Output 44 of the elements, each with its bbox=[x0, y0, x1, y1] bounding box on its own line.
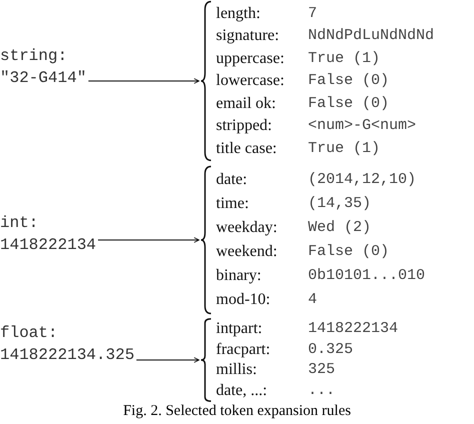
feature-name: weekend: bbox=[216, 243, 278, 261]
feature-name: time: bbox=[216, 195, 249, 213]
feature-name: length: bbox=[216, 4, 260, 22]
feature-value: (14,35) bbox=[308, 195, 372, 213]
feature-value: 0b10101...010 bbox=[308, 267, 426, 285]
type-label: string: bbox=[0, 46, 68, 67]
feature-name: uppercase: bbox=[216, 50, 284, 68]
arrow bbox=[136, 357, 200, 363]
feature-name: date, ...: bbox=[216, 382, 268, 400]
feature-value: (2014,12,10) bbox=[308, 171, 416, 189]
input-value: 1418222134 bbox=[0, 235, 96, 256]
feature-name: mod-10: bbox=[216, 291, 270, 309]
type-label: int: bbox=[0, 213, 38, 234]
feature-name: stripped: bbox=[216, 117, 272, 135]
feature-value: ... bbox=[308, 382, 336, 400]
feature-value: Wed (2) bbox=[308, 219, 372, 237]
feature-name: date: bbox=[216, 171, 248, 189]
caption: Fig. 2. Selected token expansion rules bbox=[123, 403, 351, 419]
feature-value: 4 bbox=[308, 291, 318, 309]
feature-value: True (1) bbox=[308, 140, 380, 158]
arrow bbox=[98, 237, 200, 243]
feature-value: 0.325 bbox=[308, 340, 354, 359]
feature-name: intpart: bbox=[216, 320, 262, 338]
feature-name: email ok: bbox=[216, 94, 276, 112]
type-label: float: bbox=[0, 323, 58, 344]
feature-value: NdNdPdLuNdNdNd bbox=[308, 27, 434, 45]
feature-name: fracpart: bbox=[216, 340, 270, 359]
feature-value: False (0) bbox=[308, 243, 390, 261]
feature-value: True (1) bbox=[308, 50, 380, 68]
input-value: "32-G414" bbox=[0, 68, 86, 89]
feature-value: <num>-G<num> bbox=[308, 117, 416, 135]
input-value: 1418222134.325 bbox=[0, 345, 134, 366]
feature-value: False (0) bbox=[308, 72, 390, 90]
feature-name: millis: bbox=[216, 361, 257, 380]
feature-value: 325 bbox=[308, 361, 336, 380]
feature-name: lowercase: bbox=[216, 72, 284, 90]
feature-name: title case: bbox=[216, 140, 277, 158]
arrow bbox=[88, 78, 200, 84]
feature-value: False (0) bbox=[308, 94, 390, 112]
feature-name: weekday: bbox=[216, 219, 278, 237]
feature-value: 1418222134 bbox=[308, 320, 398, 338]
feature-name: signature: bbox=[216, 27, 280, 45]
feature-value: 7 bbox=[308, 4, 318, 22]
feature-name: binary: bbox=[216, 267, 262, 285]
